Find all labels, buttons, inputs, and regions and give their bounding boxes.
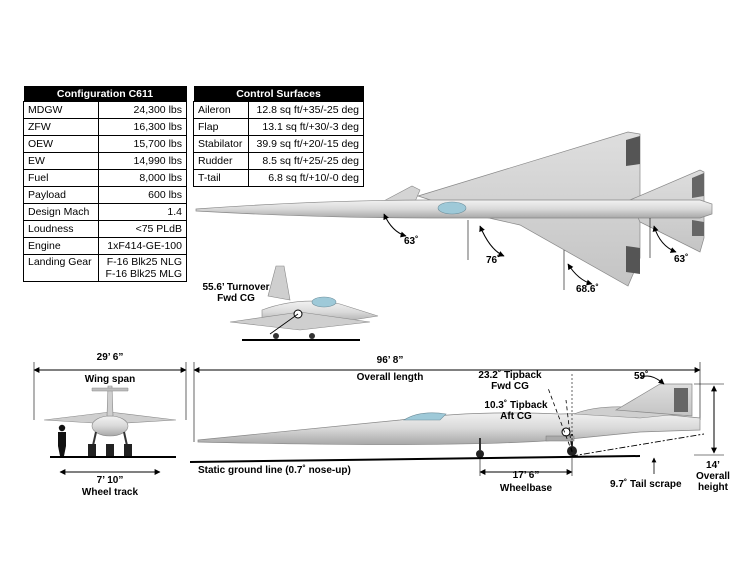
tail-angle-label: 59˚: [634, 371, 649, 382]
turnover-label: 55.6’ Turnover Fwd CG: [202, 282, 270, 304]
turnover-wing: [229, 311, 371, 331]
track-label: Wheel track: [81, 487, 139, 498]
turnover-tail: [267, 265, 291, 301]
side-view: [189, 362, 724, 476]
height-label: 14’ Overall height: [696, 460, 730, 493]
plan-canopy: [437, 201, 467, 215]
wheelbase-label: Wheelbase: [499, 483, 553, 494]
plan-aileron-upper: [626, 136, 640, 166]
turnover-canopy: [311, 296, 337, 308]
track-value: 7’ 10”: [96, 475, 124, 486]
plan-elevator-lower: [692, 220, 704, 236]
length-label: Overall length: [356, 372, 424, 383]
plan-elevator-upper: [692, 173, 704, 198]
tail-scrape-label: 9.7˚ Tail scrape: [610, 479, 682, 490]
side-nose-wheel: [476, 450, 484, 458]
ground-line-label: Static ground line (0.7˚ nose-up): [198, 465, 351, 476]
side-vertical-tail: [614, 383, 693, 417]
plan-view: [195, 131, 713, 290]
span-label: Wing span: [84, 374, 136, 385]
angle-label-outboard: 68.6˚: [576, 284, 599, 295]
length-value: 96’ 8”: [376, 355, 404, 366]
turnover-view: [229, 265, 379, 341]
angle-label-tail: 63˚: [674, 254, 689, 265]
wheelbase-value: 17’ 6”: [512, 470, 540, 481]
tipback-aft-label: 10.3˚ Tipback Aft CG: [484, 400, 548, 422]
tipback-fwd-label: 23.2˚ Tipback Fwd CG: [478, 370, 542, 392]
static-ground-line: [189, 455, 641, 463]
plan-aileron-lower: [626, 246, 640, 274]
span-value: 29’ 6”: [96, 352, 124, 363]
person-silhouette: [58, 424, 66, 456]
front-fin: [106, 385, 114, 417]
side-canopy: [402, 412, 447, 421]
angle-label-inboard: 76˚: [486, 255, 501, 266]
configuration-table-title: Configuration C611: [23, 86, 187, 102]
table-row: Loudness<75 PLdB: [23, 220, 188, 238]
front-fuselage: [91, 415, 129, 437]
control-surfaces-table-title: Control Surfaces: [193, 86, 364, 102]
angle-label-nose: 63˚: [404, 236, 419, 247]
front-view: [33, 362, 187, 475]
